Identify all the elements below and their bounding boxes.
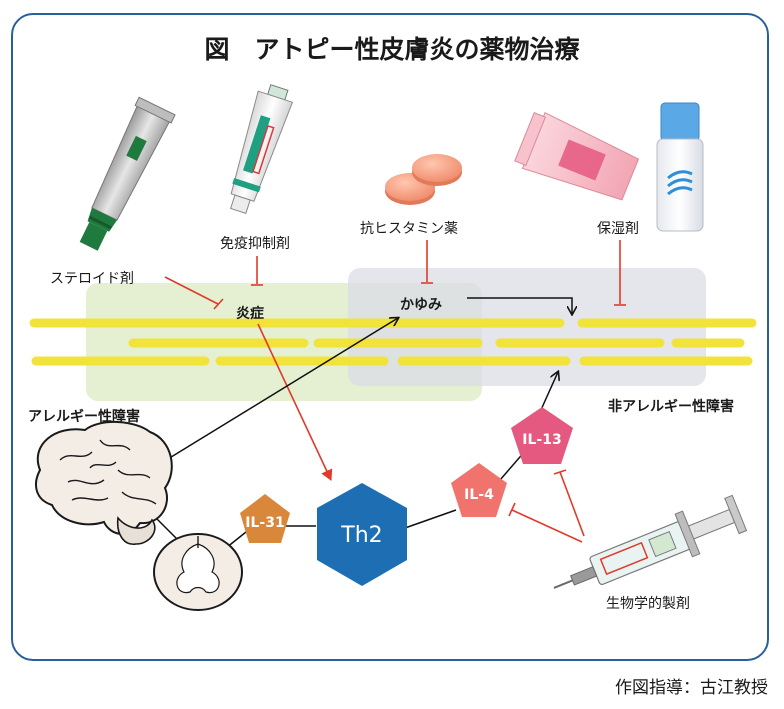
itch-propagation-arrow (467, 297, 572, 314)
il31-label: IL-31 (245, 515, 284, 531)
inhibition-lines (164, 240, 626, 310)
syringe-icon (553, 494, 748, 589)
biologic-label: 生物学的製剤 (606, 596, 690, 612)
biologic-inhibition-lines (508, 469, 585, 543)
th2-label: Th2 (340, 523, 382, 548)
immunosuppressant-label: 免疫抑制剤 (220, 236, 290, 252)
steroid-label: ステロイド剤 (50, 271, 134, 287)
il31-node: IL-31 (240, 494, 290, 543)
il4-node: IL-4 (451, 463, 507, 517)
inflammation-to-th2-arrow (257, 323, 333, 481)
itch-label: かゆみ (400, 297, 442, 313)
th2-node: Th2 (317, 483, 407, 586)
nerve-fibers (29, 318, 757, 366)
antihistamine-label: 抗ヒスタミン薬 (360, 221, 458, 237)
allergic-disorder-label: アレルギー性障害 (28, 408, 140, 425)
il4-label: IL-4 (464, 487, 494, 503)
inflammation-label: 炎症 (236, 305, 264, 322)
credit-text: 作図指導：古江教授 (615, 678, 768, 698)
antihistamine-tablet-icon (385, 154, 462, 205)
moisturizer-label: 保湿剤 (597, 221, 639, 237)
il13-to-nonallergic-arrow (539, 372, 558, 413)
diagram-title: 図 アトピー性皮膚炎の薬物治療 (204, 35, 579, 64)
il13-label: IL-13 (522, 432, 561, 448)
moisturizer-tube-icon (514, 112, 640, 201)
immunosuppressant-tube-icon (229, 84, 294, 214)
spinal-cord-icon (153, 533, 243, 611)
nonallergic-disorder-label: 非アレルギー性障害 (608, 398, 734, 415)
steroid-tube-icon (79, 96, 176, 251)
il13-node: IL-13 (511, 407, 573, 464)
brain-to-itch-arrow (162, 318, 398, 463)
moisturizer-bottle-icon (656, 102, 704, 232)
brain-icon (35, 420, 173, 545)
